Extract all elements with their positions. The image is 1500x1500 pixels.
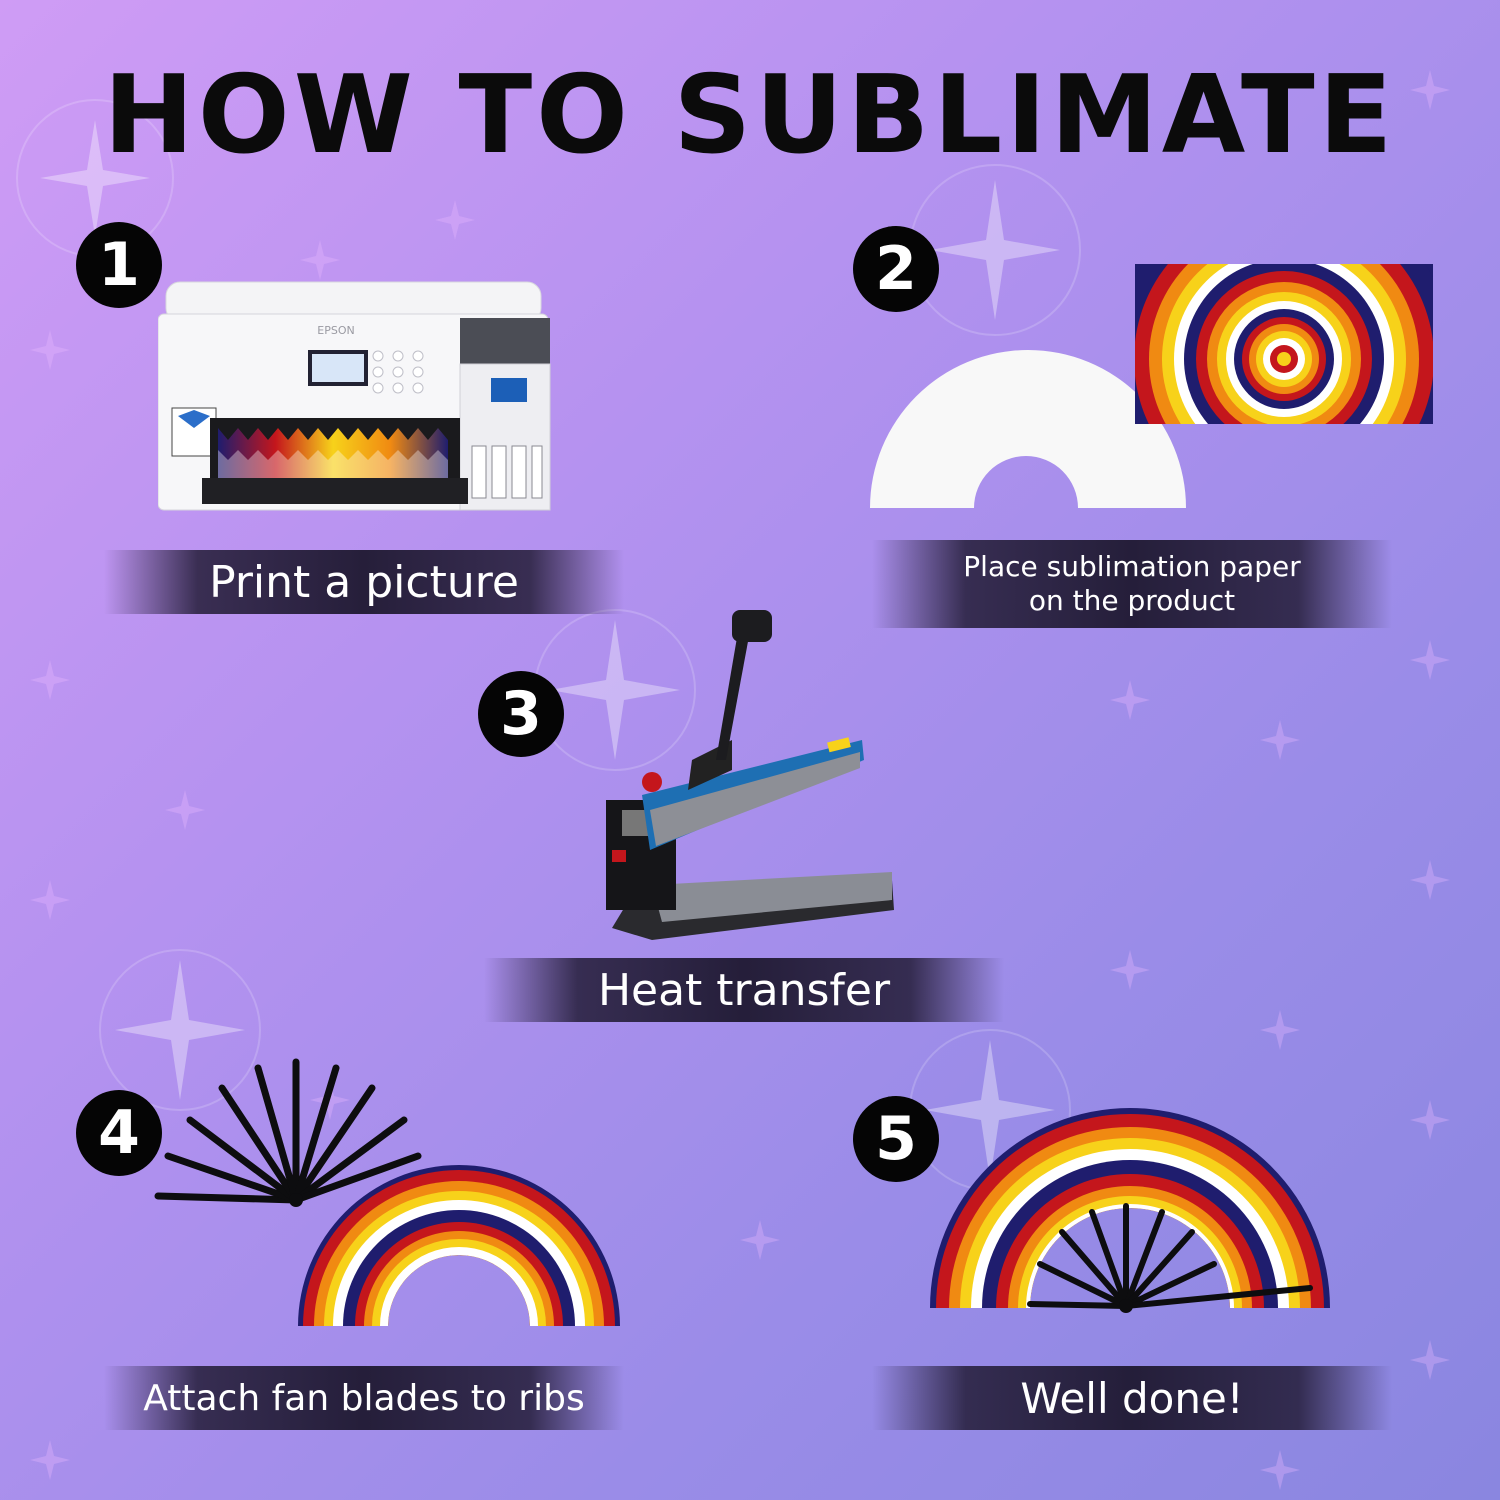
printer-icon: EPSON xyxy=(158,281,551,511)
sparkle-icon xyxy=(40,120,150,236)
step-4-label: Attach fan blades to ribs xyxy=(104,1366,624,1430)
sparkle-icon xyxy=(115,960,245,1100)
sparkle-icon xyxy=(930,180,1060,320)
page-title: HOW TO SUBLIMATE xyxy=(103,53,1397,178)
step-2-badge: 2 xyxy=(853,226,939,312)
sparkle-icon xyxy=(550,620,680,760)
step-1-badge: 1 xyxy=(76,222,162,308)
step-4-badge: 4 xyxy=(76,1090,162,1176)
step-5-badge: 5 xyxy=(853,1096,939,1182)
step-2-label-line-1: Place sublimation paper xyxy=(963,550,1301,583)
sublimation-paper-icon xyxy=(1135,264,1433,424)
step-5-label: Well done! xyxy=(872,1366,1392,1430)
fan-blade-pattern-icon xyxy=(298,1165,620,1326)
step-1-label: Print a picture xyxy=(104,550,624,614)
step-3-label: Heat transfer xyxy=(484,958,1004,1022)
heat-press-icon xyxy=(606,610,894,940)
fan-ribs-icon xyxy=(154,1058,422,1207)
sparkle-icon xyxy=(925,1040,1055,1180)
step-2-label-line-2: on the product xyxy=(1028,584,1236,617)
finished-fan-icon xyxy=(930,1108,1330,1313)
printer-brand: EPSON xyxy=(317,324,354,337)
step-3-badge: 3 xyxy=(478,671,564,757)
fan-blank-icon xyxy=(870,350,1186,508)
step-2-label: Place sublimation paper on the product xyxy=(872,540,1392,628)
